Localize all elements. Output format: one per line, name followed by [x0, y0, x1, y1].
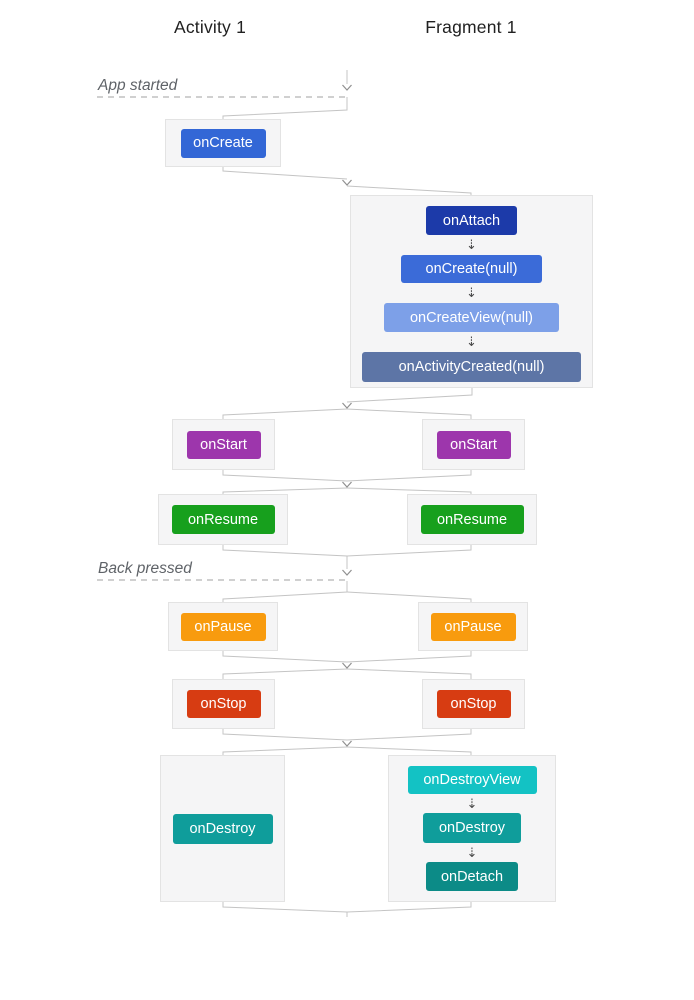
node-fragment-onstop: onStop [436, 690, 511, 718]
step-arrow-icon: ⇣ [466, 334, 477, 349]
node-activity-onresume: onResume [171, 505, 275, 534]
column-header-fragment: Fragment 1 [425, 17, 517, 37]
arrowhead-icons [342, 84, 352, 747]
group-activity-onpause: onPause [168, 602, 278, 651]
group-activity-onresume: onResume [158, 494, 288, 545]
group-activity-ondestroy: onDestroy [160, 755, 285, 902]
down-arrowhead-icon [342, 569, 352, 576]
node-fragment-ondetach: onDetach [426, 862, 518, 891]
group-fragment-onstop: onStop [422, 679, 525, 729]
phase-label-back-pressed: Back pressed [98, 560, 192, 577]
down-arrowhead-icon [342, 481, 352, 488]
node-activity-onstop: onStop [186, 690, 261, 718]
node-fragment-onactivitycreated-null: onActivityCreated(null) [362, 352, 581, 382]
node-fragment-onresume: onResume [420, 505, 524, 534]
group-activity-onstop: onStop [172, 679, 275, 729]
flow-lines [222, 70, 473, 917]
node-fragment-ondestroyview: onDestroyView [407, 766, 537, 794]
column-header-activity: Activity 1 [173, 17, 247, 37]
down-arrowhead-icon [342, 402, 352, 409]
node-activity-oncreate: onCreate [180, 128, 266, 158]
node-activity-onstart: onStart [186, 430, 261, 459]
step-arrow-icon: ⇣ [466, 845, 478, 860]
node-activity-onpause: onPause [180, 612, 266, 641]
group-activity-onstart: onStart [172, 419, 275, 470]
group-fragment-create: onAttach ⇣ onCreate(null) ⇣ onCreateView… [350, 195, 593, 388]
node-fragment-ondestroy: onDestroy [423, 813, 521, 843]
node-fragment-onattach: onAttach [426, 206, 517, 235]
down-arrowhead-icon [342, 662, 352, 669]
group-activity-oncreate: onCreate [165, 119, 281, 167]
node-fragment-oncreateview-null: onCreateView(null) [384, 303, 559, 332]
step-arrow-icon: ⇣ [466, 796, 478, 811]
phase-dashed-lines [97, 96, 345, 581]
group-fragment-destroy: onDestroyView ⇣ onDestroy ⇣ onDetach [388, 755, 556, 902]
step-arrow-icon: ⇣ [466, 285, 477, 300]
node-fragment-onpause: onPause [430, 612, 516, 641]
down-arrowhead-icon [342, 740, 352, 747]
step-arrow-icon: ⇣ [466, 237, 477, 252]
node-fragment-oncreate-null: onCreate(null) [401, 255, 542, 283]
phase-label-app-started: App started [98, 77, 178, 94]
node-activity-ondestroy: onDestroy [172, 813, 273, 844]
group-fragment-onresume: onResume [407, 494, 537, 545]
group-fragment-onstart: onStart [422, 419, 525, 470]
node-fragment-onstart: onStart [436, 430, 511, 459]
down-arrowhead-icon [342, 84, 352, 91]
down-arrowhead-icon [342, 179, 352, 186]
group-fragment-onpause: onPause [418, 602, 528, 651]
